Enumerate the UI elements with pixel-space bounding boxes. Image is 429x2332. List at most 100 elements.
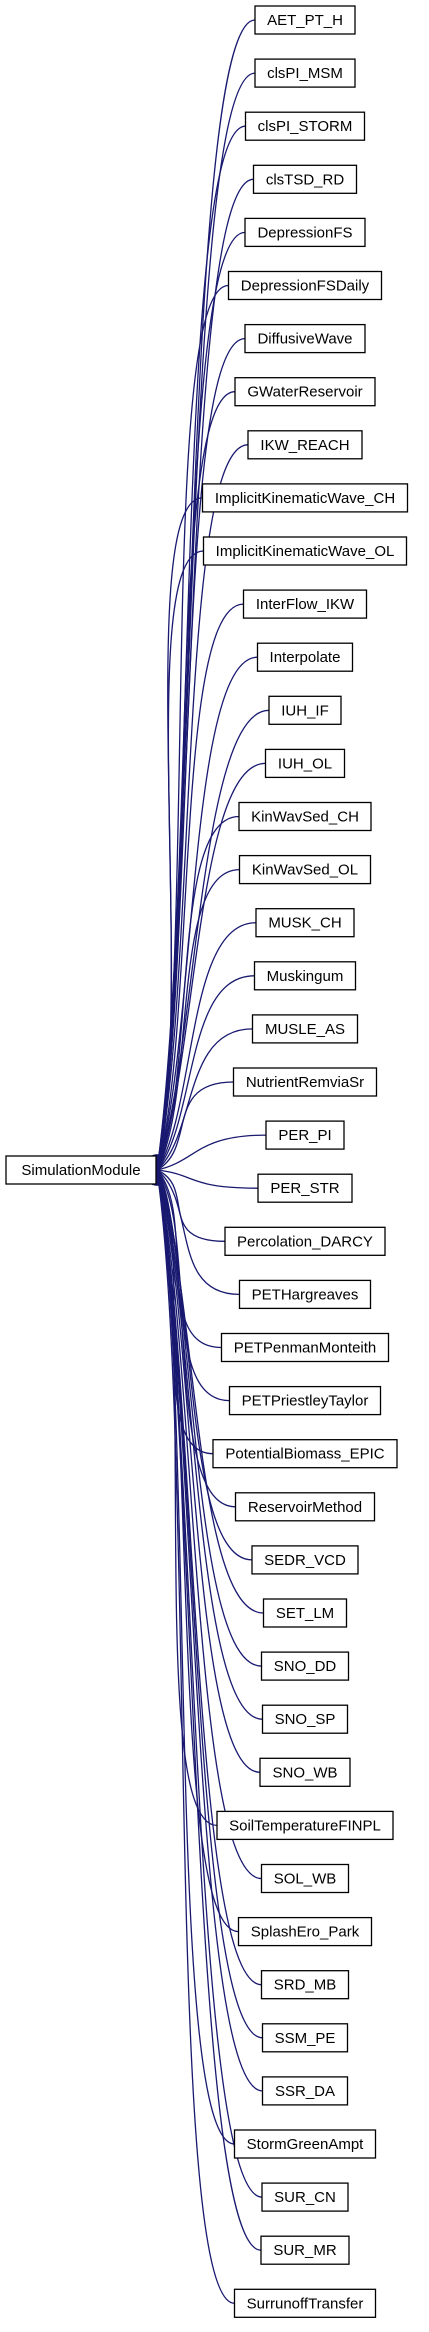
derived-class-node[interactable]: MUSLE_AS — [251, 1014, 359, 1044]
derived-class-node[interactable]: NutrientRemviaSr — [232, 1067, 378, 1097]
derived-class-label: PER_PI — [278, 1127, 331, 1144]
derived-class-node[interactable]: Interpolate — [256, 642, 354, 672]
derived-class-label: PETHargreaves — [252, 1286, 359, 1303]
derived-class-label: Interpolate — [270, 649, 341, 666]
derived-class-node[interactable]: PER_STR — [257, 1173, 353, 1203]
derived-class-label: InterFlow_IKW — [256, 596, 355, 613]
derived-class-node[interactable]: SSM_PE — [261, 2023, 349, 2053]
derived-class-node[interactable]: SEDR_VCD — [251, 1545, 359, 1575]
derived-class-box — [265, 1120, 345, 1150]
derived-class-node[interactable]: GWaterReservoir — [234, 377, 376, 407]
derived-class-box — [238, 801, 372, 832]
derived-class-box — [264, 748, 346, 779]
derived-class-box — [253, 961, 357, 991]
derived-class-box — [201, 483, 409, 513]
derived-class-node[interactable]: SUR_CN — [261, 2182, 349, 2212]
inheritance-edge — [157, 1134, 267, 1170]
derived-class-node[interactable]: KinWavSed_OL — [238, 854, 372, 885]
derived-class-node[interactable]: SNO_SP — [261, 1704, 349, 1734]
derived-class-box — [251, 1545, 359, 1575]
derived-class-label: GWaterReservoir — [247, 384, 362, 401]
inheritance-edge — [157, 1170, 263, 1720]
derived-class-node[interactable]: PotentialBiomass_EPIC — [212, 1439, 398, 1469]
base-class-node[interactable]: SimulationModule — [5, 1155, 157, 1185]
derived-class-node[interactable]: PETPriestleyTaylor — [228, 1385, 382, 1416]
derived-class-label: SET_LM — [276, 1605, 334, 1622]
derived-class-box — [262, 1598, 348, 1628]
derived-class-label: PER_STR — [270, 1180, 339, 1197]
derived-class-label: NutrientRemviaSr — [246, 1074, 364, 1091]
derived-class-label: KinWavSed_CH — [251, 809, 359, 826]
derived-class-box — [255, 908, 355, 938]
derived-class-node[interactable]: InterFlow_IKW — [242, 589, 368, 619]
inheritance-edge — [157, 1170, 263, 2092]
derived-class-node[interactable]: SNO_DD — [260, 1651, 350, 1681]
inheritance-edge — [157, 1170, 240, 1296]
derived-class-box — [244, 323, 366, 354]
derived-class-node[interactable]: SRD_MB — [260, 1970, 350, 2000]
derived-class-node[interactable]: PETPenmanMonteith — [220, 1332, 390, 1363]
derived-class-node[interactable]: SET_LM — [262, 1598, 348, 1628]
derived-class-box — [234, 1492, 376, 1522]
derived-class-node[interactable]: KinWavSed_CH — [238, 801, 372, 832]
derived-class-box — [224, 1226, 386, 1256]
derived-class-node[interactable]: PETHargreaves — [238, 1279, 372, 1310]
derived-class-node[interactable]: DiffusiveWave — [244, 323, 366, 354]
inheritance-edge — [157, 550, 204, 1170]
derived-class-node[interactable]: PER_PI — [265, 1120, 345, 1150]
derived-class-label: PotentialBiomass_EPIC — [225, 1446, 384, 1463]
derived-class-node[interactable]: ImplicitKinematicWave_OL — [202, 536, 408, 566]
derived-class-node[interactable]: SurrunoffTransfer — [233, 2288, 377, 2318]
derived-class-node[interactable]: IKW_REACH — [247, 430, 363, 460]
derived-class-box — [244, 111, 366, 141]
derived-class-node[interactable]: clsPI_MSM — [254, 58, 356, 88]
inheritance-edge — [157, 815, 240, 1171]
derived-class-node[interactable]: clsPI_STORM — [244, 111, 366, 141]
derived-class-node[interactable]: SplashEro_Park — [237, 1916, 373, 1947]
derived-class-box — [251, 1014, 359, 1044]
derived-class-box — [259, 1757, 351, 1787]
derived-class-node[interactable]: ReservoirMethod — [234, 1492, 376, 1522]
derived-class-box — [252, 164, 358, 194]
derived-class-box — [202, 536, 408, 566]
derived-class-node[interactable]: AET_PT_H — [254, 5, 356, 35]
base-class-box — [5, 1155, 157, 1185]
derived-class-node[interactable]: SNO_WB — [259, 1757, 351, 1787]
derived-class-node[interactable]: ImplicitKinematicWave_CH — [201, 483, 409, 513]
derived-class-label: SOL_WB — [274, 1871, 337, 1888]
derived-class-label: PETPenmanMonteith — [234, 1340, 377, 1357]
derived-class-node[interactable]: SUR_MR — [260, 2235, 350, 2265]
derived-class-box — [227, 270, 383, 301]
derived-class-box — [244, 217, 366, 248]
derived-class-box — [232, 1067, 378, 1097]
derived-class-node[interactable]: IUH_IF — [268, 695, 342, 725]
derived-class-label: SNO_SP — [275, 1711, 336, 1728]
inheritance-edge — [157, 1170, 262, 2251]
derived-class-node[interactable]: StormGreenAmpt — [233, 2129, 377, 2159]
derived-class-label: DepressionFS — [257, 224, 352, 241]
derived-class-node[interactable]: SoilTemperatureFINPL — [216, 1810, 394, 1841]
derived-class-label: SEDR_VCD — [264, 1552, 346, 1569]
derived-class-node[interactable]: IUH_OL — [264, 748, 346, 779]
inheritance-edge — [157, 603, 244, 1170]
derived-class-label: StormGreenAmpt — [247, 2136, 365, 2153]
base-class-label: SimulationModule — [21, 1162, 140, 1179]
derived-class-box — [242, 589, 368, 619]
derived-class-box — [260, 2235, 350, 2265]
derived-class-node[interactable]: MUSK_CH — [255, 908, 355, 938]
derived-class-box — [212, 1439, 398, 1469]
derived-class-node[interactable]: SOL_WB — [260, 1863, 350, 1894]
derived-class-box — [216, 1810, 394, 1841]
derived-class-node[interactable]: clsTSD_RD — [252, 164, 358, 194]
derived-class-node[interactable]: SSR_DA — [261, 2076, 349, 2106]
derived-class-node[interactable]: DepressionFS — [244, 217, 366, 248]
derived-class-node[interactable]: Muskingum — [253, 961, 357, 991]
inheritance-edge — [157, 656, 258, 1170]
derived-class-label: SUR_CN — [274, 2189, 336, 2206]
derived-class-box — [247, 430, 363, 460]
derived-class-label: Percolation_DARCY — [237, 1233, 373, 1250]
derived-class-node[interactable]: Percolation_DARCY — [224, 1226, 386, 1256]
derived-class-node[interactable]: DepressionFSDaily — [227, 270, 383, 301]
derived-class-label: KinWavSed_OL — [252, 862, 358, 879]
